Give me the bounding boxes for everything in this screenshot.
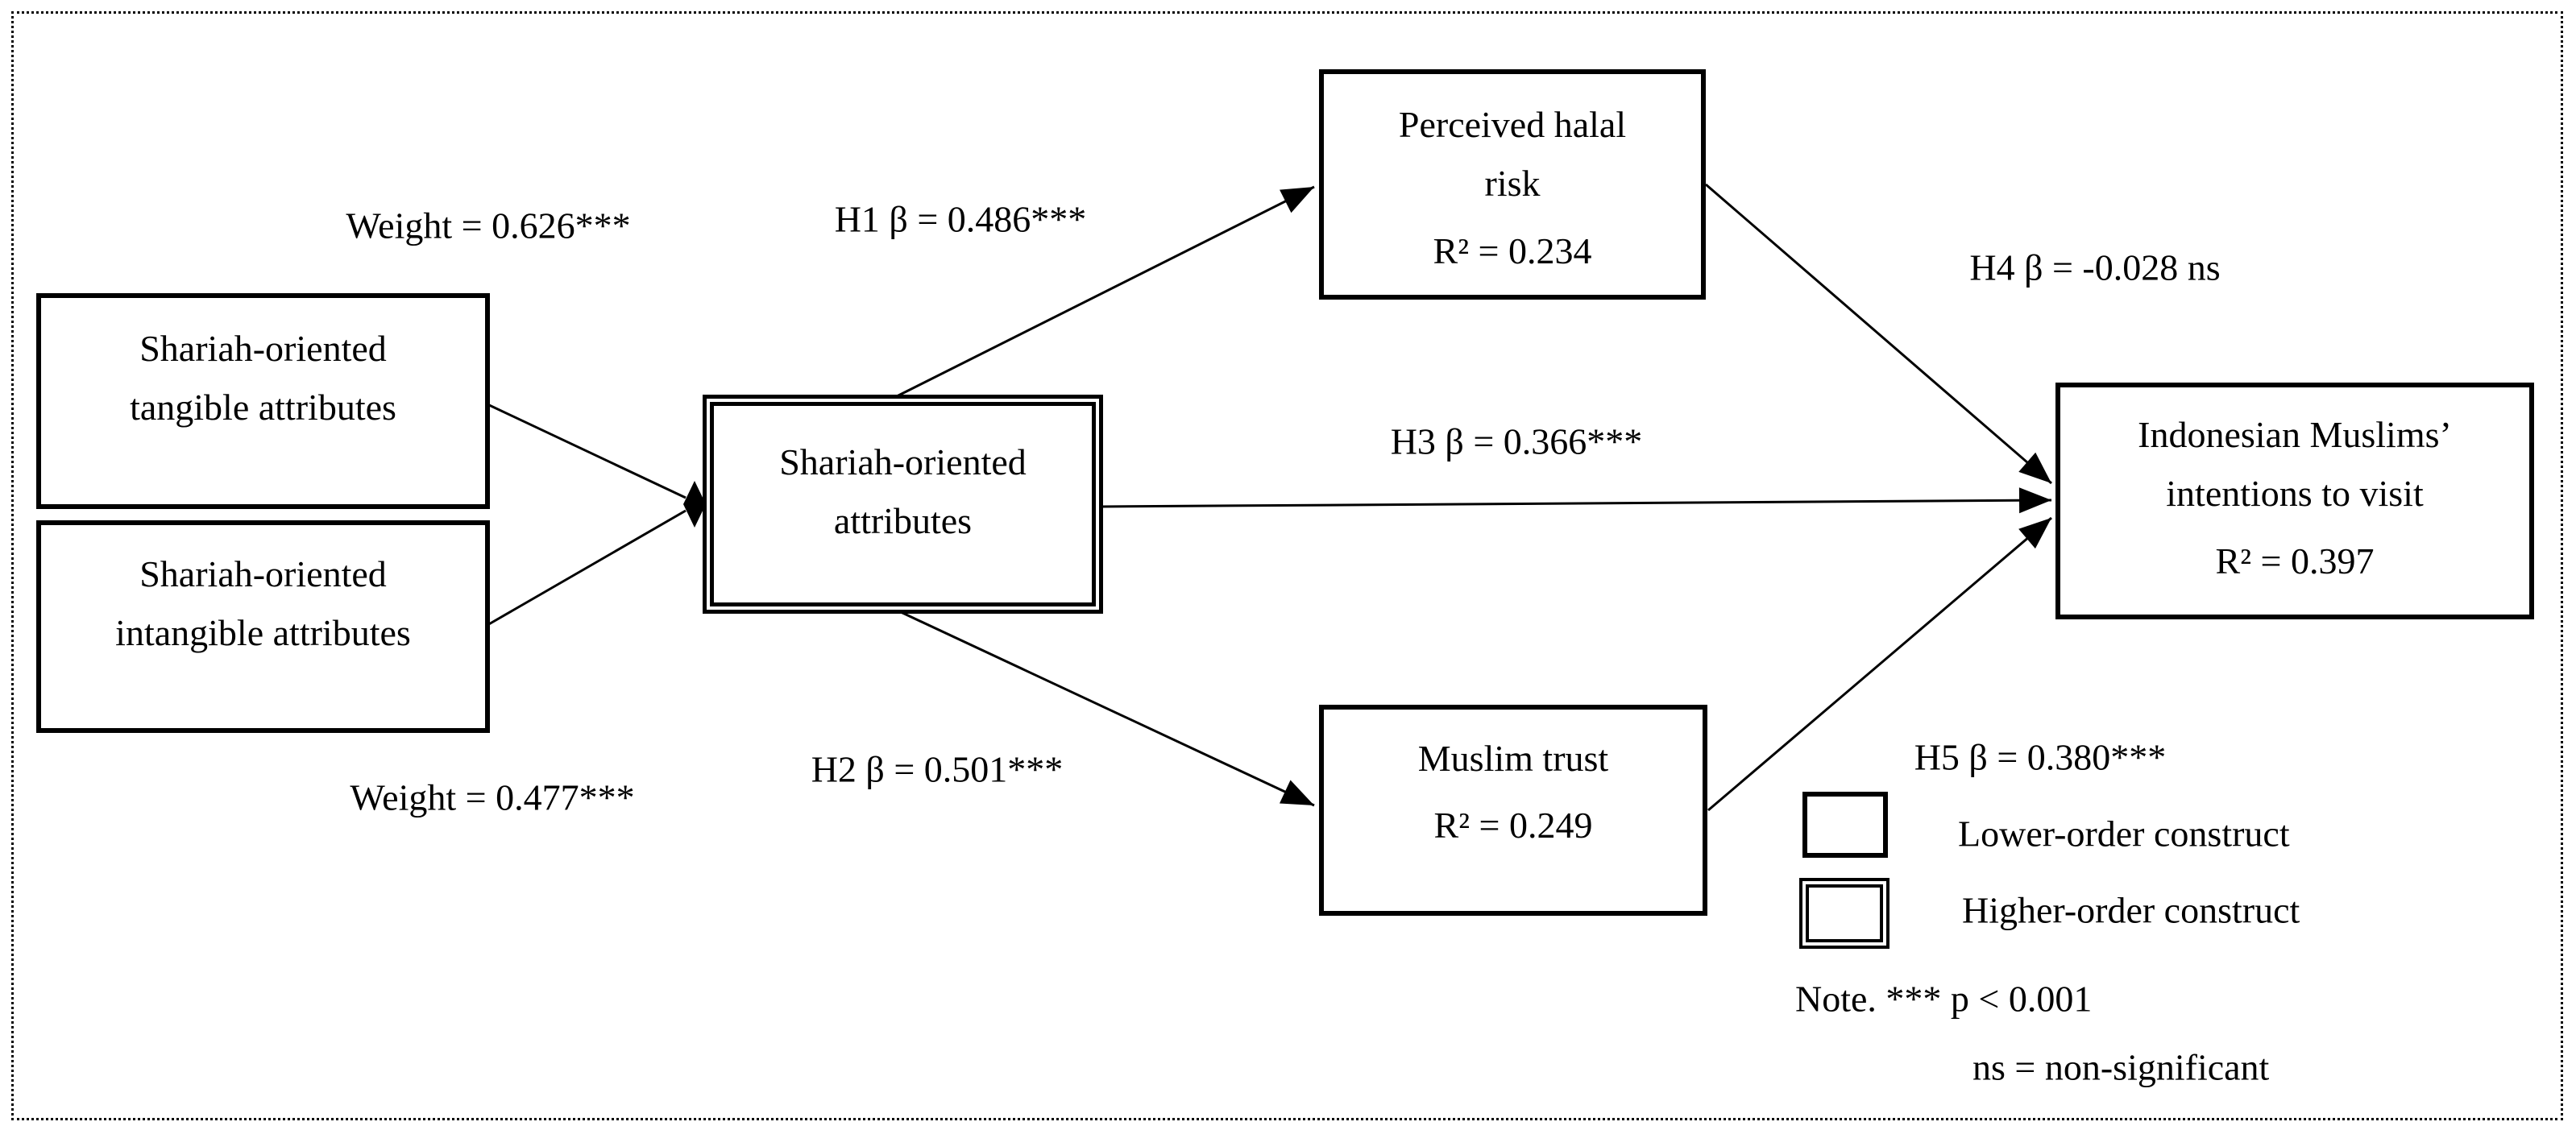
node-tangible-attributes: Shariah-oriented tangible attributes [36,293,490,509]
node-intent-label-line1: Indonesian Muslims’ [2138,414,2452,455]
node-intangible-attributes: Shariah-oriented intangible attributes [36,520,490,733]
node-intangible-label-line1: Shariah-oriented [139,553,387,594]
node-tangible-label-line1: Shariah-oriented [139,328,387,369]
note-significance: Note. *** p < 0.001 [1795,978,2093,1020]
label-h4-beta: H4 β = -0.028 ns [1969,246,2221,288]
legend-lower-order-label: Lower-order construct [1958,813,2290,855]
figure-dotted-border [11,11,2563,1120]
label-h2-beta: H2 β = 0.501*** [811,748,1064,790]
path-h1-arrow [896,185,1315,398]
node-intent-label-line2: intentions to visit [2166,473,2424,514]
node-tangible-label-line2: tangible attributes [130,387,396,428]
note-non-significant: ns = non-significant [1972,1046,2270,1088]
node-muslim-trust: Muslim trust R² = 0.249 [1319,705,1707,916]
path-h3-arrow [1101,487,2052,514]
label-weight-tangible: Weight = 0.626*** [346,205,631,246]
path-h4-arrow [1705,183,2052,485]
node-perceived-halal-risk: Perceived halal risk R² = 0.234 [1319,69,1706,300]
node-shariah-label-line1: Shariah-oriented [779,441,1027,482]
node-halal-label-line2: risk [1484,163,1541,204]
node-halal-r2-value: R² = 0.234 [1433,230,1592,271]
path-weight-tangible-line [487,403,687,499]
label-h1-beta: H1 β = 0.486*** [834,198,1087,240]
node-trust-label: Muslim trust [1417,738,1609,779]
path-h2-arrow [900,611,1315,807]
path-weight-intangible-line [487,509,687,627]
legend-lower-order-swatch [1802,792,1888,858]
node-intentions-to-visit: Indonesian Muslims’ intentions to visit … [2055,383,2534,619]
legend-higher-order-swatch [1799,878,1889,949]
node-intent-r2-value: R² = 0.397 [2215,540,2375,582]
legend-higher-order-label: Higher-order construct [1962,889,2300,931]
node-halal-label-line1: Perceived halal [1398,104,1627,145]
label-h5-beta: H5 β = 0.380*** [1914,736,2167,778]
label-weight-intangible: Weight = 0.477*** [350,776,635,818]
node-intangible-label-line2: intangible attributes [115,612,411,653]
label-h3-beta: H3 β = 0.366*** [1390,420,1643,462]
formative-diamond-connector [683,481,706,528]
node-shariah-label-line2: attributes [833,500,973,541]
node-shariah-attributes: Shariah-oriented attributes [703,395,1103,614]
node-trust-r2-value: R² = 0.249 [1433,805,1593,846]
path-h5-arrow [1707,516,2052,812]
